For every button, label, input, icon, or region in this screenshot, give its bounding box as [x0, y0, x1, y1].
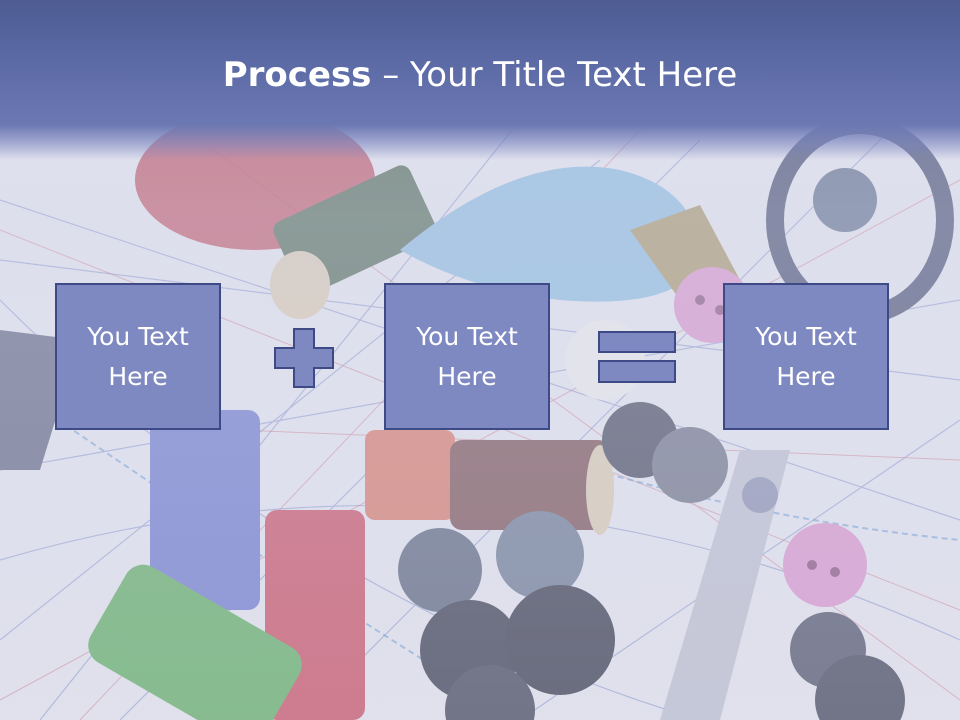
process-box-1[interactable]: You Text Here — [55, 283, 221, 430]
process-box-2-line2: Here — [437, 361, 497, 391]
process-box-1-line1: You Text — [87, 321, 189, 351]
process-box-3[interactable]: You Text Here — [723, 283, 889, 430]
plus-icon — [273, 327, 335, 389]
title-regular-part: – Your Title Text Here — [371, 55, 738, 95]
process-box-2-line1: You Text — [416, 321, 518, 351]
slide-title: Process – Your Title Text Here — [0, 52, 960, 98]
process-box-3-line2: Here — [776, 361, 836, 391]
title-bold-part: Process — [222, 55, 372, 95]
process-box-1-line2: Here — [108, 361, 168, 391]
title-band — [0, 0, 960, 160]
process-box-3-line1: You Text — [755, 321, 857, 351]
process-box-2[interactable]: You Text Here — [384, 283, 550, 430]
equals-icon — [598, 331, 678, 385]
